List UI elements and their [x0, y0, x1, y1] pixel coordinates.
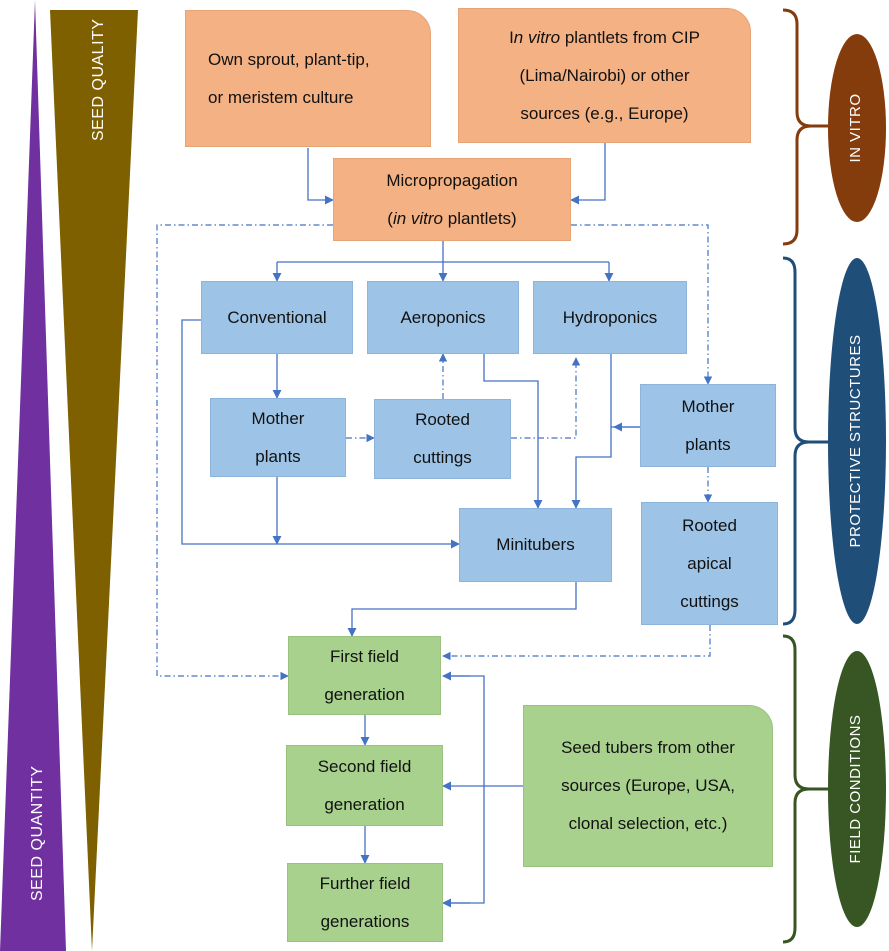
- second-field-line-2: generation: [324, 794, 405, 814]
- in-vitro-plantlets-line-3: sources (e.g., Europe): [520, 103, 689, 123]
- rooted-cuttings-to-hydroponics-dashed: [511, 357, 581, 439]
- aeroponics-label: Aeroponics: [400, 307, 486, 327]
- own-sprout-line-2: or meristem culture: [208, 87, 354, 107]
- own-sprout-to-micropropagation-arrow: [307, 148, 334, 205]
- in-vitro-ellipse: [828, 34, 886, 222]
- first-field-line-1: First field: [330, 646, 399, 666]
- minitubers-box: Minitubers: [459, 508, 612, 582]
- conventional-to-minitubers-arrow: [181, 319, 460, 549]
- micropropagation-split-line: [277, 241, 609, 263]
- rooted-apical-cuttings-box: Rooted apical cuttings: [641, 502, 778, 625]
- seed-quantity-label: SEED QUANTITY: [29, 765, 46, 901]
- first-field-line-2: generation: [324, 684, 405, 704]
- in-vitro-plantlets-line-1: In vitro plantlets from CIP: [509, 27, 700, 47]
- own-sprout-line-1: Own sprout, plant-tip,: [208, 49, 370, 69]
- in-vitro-label: IN VITRO: [847, 93, 864, 163]
- micropropagation-line-2: (in vitro plantlets): [387, 208, 517, 228]
- rooted-apical-line-1: Rooted: [682, 515, 737, 535]
- own-sprout-box: Own sprout, plant-tip, or meristem cultu…: [185, 10, 431, 147]
- mother-plants-left-box: Mother plants: [210, 398, 346, 477]
- protective-structures-label: PROTECTIVE STRUCTURES: [847, 334, 864, 548]
- mother-plants-right-line-2: plants: [685, 434, 731, 454]
- field-ellipse: [828, 651, 886, 927]
- rooted-cuttings-line-1: Rooted: [415, 410, 470, 429]
- seed-tubers-line-2: sources (Europe, USA,: [561, 776, 735, 795]
- seed-tubers-other-box: Seed tubers from other sources (Europe, …: [523, 705, 773, 867]
- micropropagation-box: Micropropagation (in vitro plantlets): [333, 158, 571, 241]
- minitubers-label: Minitubers: [496, 535, 575, 554]
- seed-quality-triangle: [50, 10, 138, 951]
- conventional-label: Conventional: [227, 307, 327, 327]
- hydroponics-label: Hydroponics: [562, 307, 658, 327]
- apical-to-first-field-dashed: [442, 625, 711, 661]
- mother-plants-left-line-1: Mother: [251, 408, 305, 428]
- in-vitro-plantlets-box: In vitro plantlets from CIP (Lima/Nairob…: [458, 8, 751, 143]
- first-field-box: First field generation: [288, 636, 441, 715]
- micropropagation-to-first-field-dashed: [156, 224, 333, 681]
- in-vitro-plantlets-line-2: (Lima/Nairobi) or other: [519, 65, 690, 85]
- seed-quality-label: SEED QUALITY: [90, 18, 107, 141]
- seed-quantity-triangle: [0, 0, 66, 951]
- minitubers-to-first-field-arrow: [347, 582, 577, 637]
- seed-tubers-line-3: clonal selection, etc.): [568, 814, 728, 833]
- in-vitro-to-micropropagation-arrow: [570, 143, 606, 205]
- mother-plants-right-line-1: Mother: [681, 396, 735, 416]
- seed-tubers-line-1: Seed tubers from other: [561, 738, 735, 757]
- field-bracket: [782, 634, 828, 944]
- micropropagation-to-mother-right-dashed: [571, 224, 713, 385]
- hydroponics-to-minitubers-arrow: [571, 354, 612, 509]
- rooted-cuttings-box: Rooted cuttings: [374, 399, 511, 479]
- aeroponics-to-minitubers-arrow: [483, 354, 543, 509]
- rooted-cuttings-line-2: cuttings: [413, 448, 472, 467]
- second-field-line-1: Second field: [317, 756, 412, 776]
- mother-plants-left-line-2: plants: [255, 446, 301, 466]
- further-field-box: Further field generations: [287, 863, 443, 942]
- protective-ellipse: [828, 258, 886, 624]
- mother-plants-right-box: Mother plants: [640, 384, 776, 467]
- field-conditions-label: FIELD CONDITIONS: [847, 714, 864, 864]
- rooted-apical-line-3: cuttings: [680, 591, 739, 611]
- protective-bracket: [782, 256, 828, 626]
- further-field-line-2: generations: [320, 911, 410, 931]
- rooted-apical-line-2: apical: [687, 553, 732, 573]
- hydroponics-box: Hydroponics: [533, 281, 687, 354]
- seed-tubers-to-first-further-arrow: [443, 675, 485, 904]
- conventional-box: Conventional: [201, 281, 353, 354]
- micropropagation-line-1: Micropropagation: [386, 170, 518, 190]
- aeroponics-box: Aeroponics: [367, 281, 519, 354]
- further-field-line-1: Further field: [319, 873, 411, 893]
- in-vitro-bracket: [782, 8, 828, 246]
- second-field-box: Second field generation: [286, 745, 443, 826]
